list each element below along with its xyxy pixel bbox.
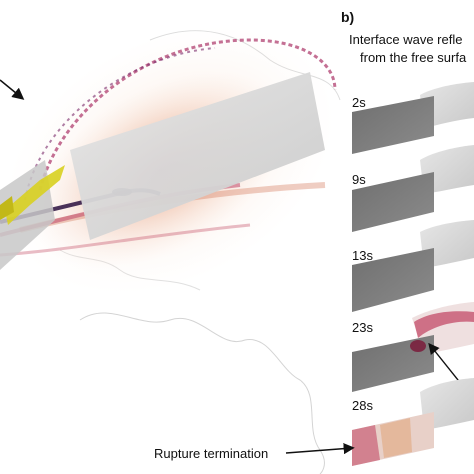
panel-b-title-line2: from the free surfa: [360, 50, 467, 65]
panel-b: b) Interface wave refle from the free su…: [341, 9, 474, 466]
fault-slab: [352, 248, 434, 312]
fault-plane: [70, 72, 325, 240]
time-label: 28s: [352, 398, 373, 413]
panel-a-wavefield-map: [0, 25, 341, 474]
wavefront-arc: [24, 47, 216, 201]
time-label: 23s: [352, 320, 373, 335]
panel-b-title-line1: Interface wave refle: [349, 32, 462, 47]
pointer-arrow: [285, 443, 355, 455]
reflection-spot: [410, 340, 426, 352]
time-label: 2s: [352, 95, 366, 110]
snapshot-frame: 28s: [352, 378, 474, 466]
rupture-color: [352, 425, 380, 466]
interface-wave: [414, 311, 474, 338]
fault-slab: [352, 96, 434, 154]
snapshot-frame: 23s: [352, 302, 474, 401]
pointer-arrow: [0, 79, 25, 100]
panel-label-b: b): [341, 9, 354, 25]
wavefront-arc: [0, 223, 251, 257]
yellow-fault-trace: [0, 196, 14, 220]
time-label: 13s: [352, 248, 373, 263]
wavefront-arc: [38, 38, 337, 191]
snapshot-frame: 9s: [352, 145, 474, 232]
snapshot-frame: 13s: [352, 220, 474, 312]
rupture-termination-label: Rupture termination: [154, 446, 268, 461]
time-label: 9s: [352, 172, 366, 187]
rupture-color: [380, 418, 412, 458]
snapshot-frame: 2s: [352, 82, 474, 154]
fault-slab: [352, 172, 434, 232]
yellow-fault-trace: [5, 165, 65, 225]
